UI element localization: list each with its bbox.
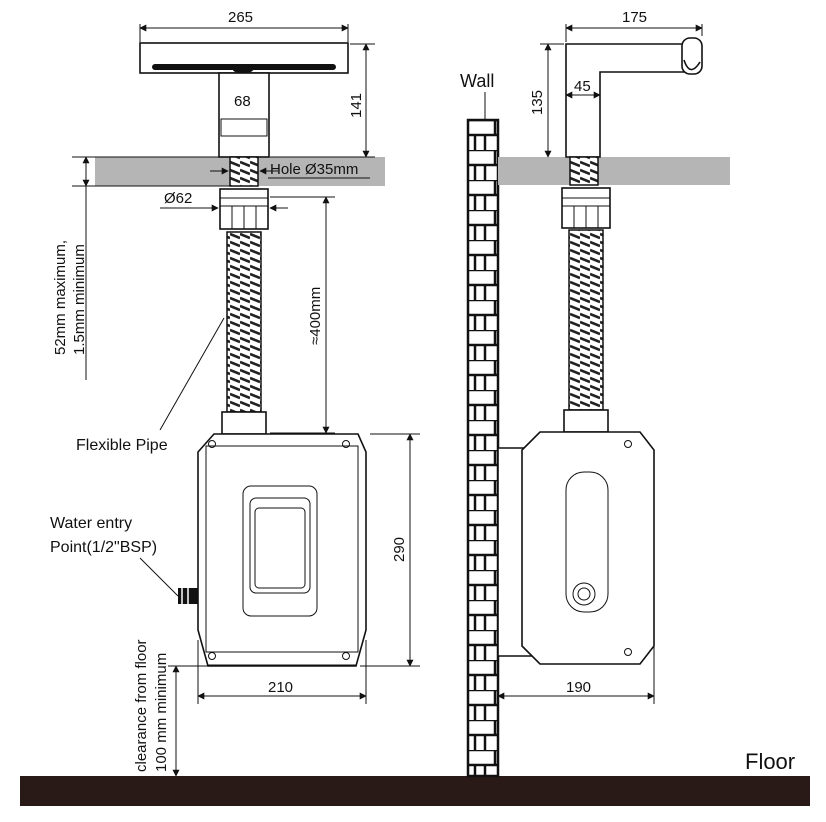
flexible-pipe-side [568,229,604,411]
brick-wall [466,118,500,778]
spout-outlet-slot [152,64,336,70]
threaded-shank [229,156,259,187]
outlet-aerator [233,67,253,73]
control-box-front [197,433,367,667]
dim-side-reach: 175 [622,9,647,26]
tap-body-front [218,72,270,158]
water-entry-label-2: Point(1/2"BSP) [50,539,157,556]
floor-slab [20,776,810,806]
box-window-outer [242,485,318,617]
wall-label: Wall [460,71,494,91]
dim-body-width: 68 [234,93,251,110]
spout-side [565,43,691,158]
pipe-lower-fitting-side [563,409,609,433]
dim-box-height: 290 [391,537,408,562]
dim-side-height: 135 [529,90,546,115]
clearance-label-1: clearance from floor [133,639,150,772]
flexible-pipe [226,231,262,413]
dim-spout-height: 141 [348,93,365,118]
dim-nut-diameter: Ø62 [164,190,192,207]
counter-side [498,157,730,185]
water-entry-label-1: Water entry [50,515,132,532]
dim-side-depth: 190 [566,679,591,696]
body-window [220,118,268,137]
dim-top-width: 265 [228,9,253,26]
hole-label: Hole Ø35mm [270,161,358,178]
control-box-side [521,431,655,665]
dim-side-body: 45 [574,78,591,95]
deck-thickness-label-2: 1.5mm minimum [71,244,88,355]
deck-thickness-label-1: 52mm maximum, [52,240,69,355]
dim-box-width: 210 [268,679,293,696]
pipe-lower-fitting [221,411,267,435]
clearance-label-2: 100 mm minimum [153,653,170,772]
dim-pipe-length: ≈400mm [307,287,324,345]
floor-label: Floor [745,749,795,774]
threaded-shank-side [569,156,599,186]
flexible-pipe-label: Flexible Pipe [76,437,168,454]
side-inlet-ring [572,582,596,606]
side-window [565,471,609,613]
